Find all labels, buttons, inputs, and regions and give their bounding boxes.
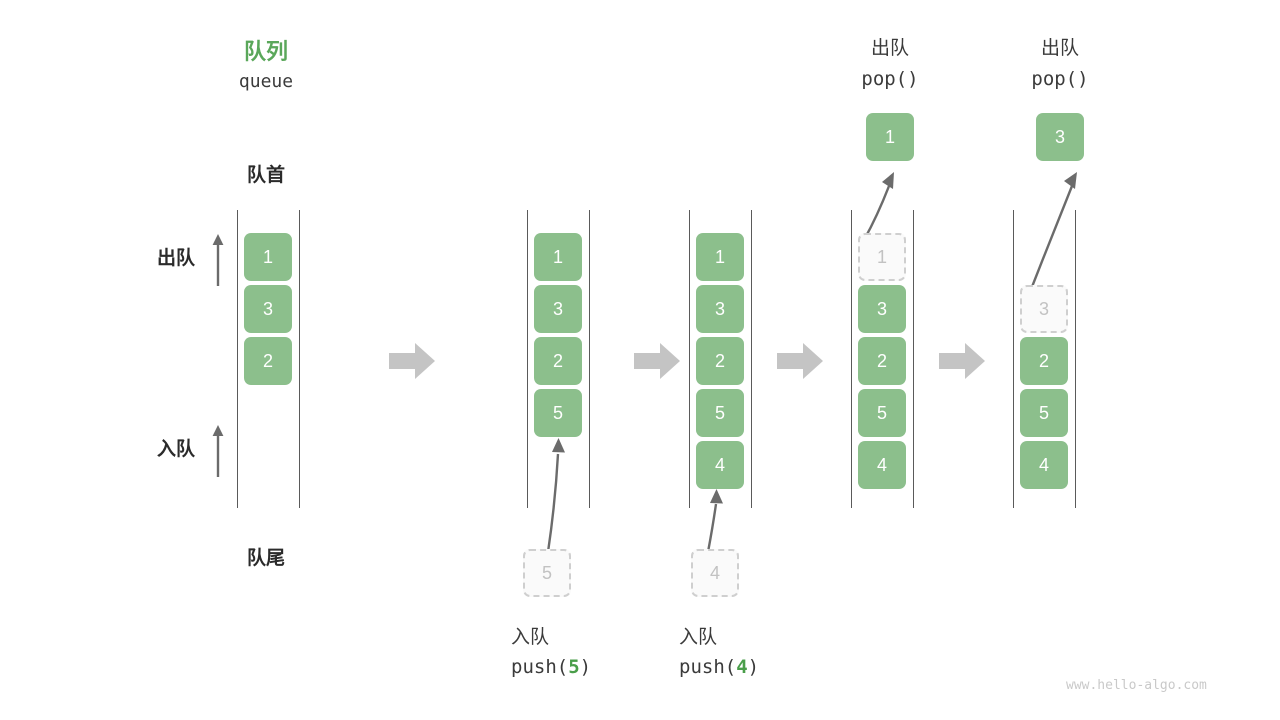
enqueue-caption-cn: 入队 <box>679 627 718 648</box>
queue-rail-left-5 <box>1013 210 1014 508</box>
flow-arrow-icon <box>777 343 823 379</box>
queue-rail-right-5 <box>1075 210 1076 508</box>
queue-rail-right-3 <box>751 210 752 508</box>
queue-cell: 2 <box>696 337 744 385</box>
flow-arrow-icon <box>939 343 985 379</box>
queue-cell-ghost: 1 <box>858 233 906 281</box>
rear-label: 队尾 <box>246 548 285 569</box>
dequeue-direction-arrow-icon <box>212 234 224 286</box>
enqueue-curve-arrow-icon <box>706 489 723 553</box>
queue-cell: 1 <box>244 233 292 281</box>
flow-arrow-icon <box>634 343 680 379</box>
queue-title-cn: 队列 <box>243 39 288 64</box>
code-arg: 5 <box>568 656 580 678</box>
queue-cell: 5 <box>858 389 906 437</box>
queue-cell: 2 <box>244 337 292 385</box>
code-prefix: push( <box>679 656 737 678</box>
queue-cell: 5 <box>534 389 582 437</box>
enqueue-curve-arrow-icon <box>546 438 565 553</box>
dequeue-caption-cn: 出队 <box>1040 38 1079 59</box>
dequeue-direction-label: 出队 <box>156 248 195 269</box>
queue-rail-left-1 <box>237 210 238 508</box>
queue-cell: 1 <box>696 233 744 281</box>
queue-rail-right-4 <box>913 210 914 508</box>
enqueue-caption-code: push(5) <box>477 656 711 678</box>
queue-cell: 3 <box>244 285 292 333</box>
dequeue-caption-code: pop() <box>861 68 919 90</box>
queue-title-en: queue <box>238 71 294 92</box>
dequeue-curve-arrow-icon <box>862 172 894 241</box>
flow-arrow-icon <box>389 343 435 379</box>
queue-rail-left-4 <box>851 210 852 508</box>
watermark: www.hello-algo.com <box>1066 678 1207 693</box>
queue-cell: 5 <box>1020 389 1068 437</box>
queue-cell: 4 <box>1020 441 1068 489</box>
incoming-element: 4 <box>691 549 739 597</box>
queue-cell: 2 <box>534 337 582 385</box>
queue-cell: 3 <box>858 285 906 333</box>
queue-cell-ghost: 3 <box>1020 285 1068 333</box>
queue-cell: 4 <box>858 441 906 489</box>
code-suffix: ) <box>579 656 592 678</box>
queue-rail-right-2 <box>589 210 590 508</box>
queue-cell: 3 <box>534 285 582 333</box>
enqueue-caption-cn: 入队 <box>511 627 550 648</box>
dequeue-curve-arrow-icon <box>1028 172 1077 293</box>
enqueue-direction-arrow-icon <box>212 425 224 477</box>
dequeue-caption-code: pop() <box>1031 68 1089 90</box>
dequeue-caption-cn: 出队 <box>870 38 909 59</box>
code-prefix: push( <box>511 656 569 678</box>
code-arg: 4 <box>736 656 748 678</box>
queue-cell: 2 <box>858 337 906 385</box>
queue-cell: 2 <box>1020 337 1068 385</box>
enqueue-caption-code: push(4) <box>645 656 879 678</box>
queue-cell: 3 <box>696 285 744 333</box>
outgoing-element: 3 <box>1036 113 1084 161</box>
code-suffix: ) <box>747 656 760 678</box>
queue-cell: 4 <box>696 441 744 489</box>
queue-rail-left-2 <box>527 210 528 508</box>
queue-cell: 5 <box>696 389 744 437</box>
queue-rail-right-1 <box>299 210 300 508</box>
queue-cell: 1 <box>534 233 582 281</box>
queue-rail-left-3 <box>689 210 690 508</box>
outgoing-element: 1 <box>866 113 914 161</box>
front-label: 队首 <box>246 165 285 186</box>
incoming-element: 5 <box>523 549 571 597</box>
enqueue-direction-label: 入队 <box>156 439 195 460</box>
